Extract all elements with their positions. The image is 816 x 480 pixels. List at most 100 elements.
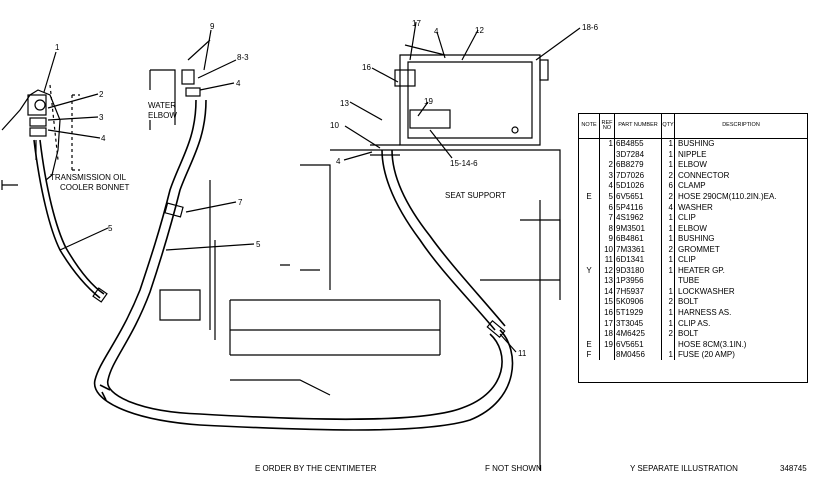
header-description: DESCRIPTION bbox=[674, 114, 807, 139]
cell-qty: 2 bbox=[661, 328, 675, 340]
water-elbow bbox=[149, 39, 211, 130]
cell-part: 9M3501 bbox=[614, 223, 662, 234]
cell-ref: 3 bbox=[599, 170, 615, 182]
cell-qty: 1 bbox=[661, 318, 675, 329]
cell-note bbox=[579, 244, 600, 256]
header-part: PART NUMBER bbox=[614, 114, 662, 139]
cell-qty: 1 bbox=[661, 307, 675, 319]
cell-note bbox=[579, 255, 600, 266]
cell-ref: 11 bbox=[599, 255, 615, 266]
cell-qty: 1 bbox=[661, 255, 675, 266]
cell-ref: 6 bbox=[599, 202, 615, 213]
cell-note bbox=[579, 202, 600, 213]
cell-ref: 4 bbox=[599, 181, 615, 192]
callout-1: 1 bbox=[55, 43, 60, 52]
cell-ref: 12 bbox=[599, 265, 615, 277]
callout-9: 9 bbox=[210, 22, 215, 31]
cell-ref: 18 bbox=[599, 328, 615, 340]
cell-part: 6V5651 bbox=[614, 339, 662, 350]
callout-5: 5 bbox=[108, 224, 113, 233]
cell-desc: ELBOW bbox=[678, 223, 707, 233]
cell-qty: 1 bbox=[661, 286, 675, 298]
cell-part: 8M0456 bbox=[614, 349, 662, 361]
cell-desc: BUSHING bbox=[678, 139, 715, 149]
cell-qty: 1 bbox=[661, 160, 675, 171]
cell-part: 5D1026 bbox=[614, 181, 662, 192]
cell-part: 7D7026 bbox=[614, 170, 662, 182]
cell-note bbox=[579, 212, 600, 224]
table-header-row: NOTE REF NO PART NUMBER QTY DESCRIPTION bbox=[579, 114, 807, 139]
hose-right bbox=[370, 144, 506, 339]
cell-qty: 1 bbox=[661, 349, 675, 361]
cell-part: 5T1929 bbox=[614, 307, 662, 319]
cell-ref: 9 bbox=[599, 233, 615, 245]
cell-qty: 2 bbox=[661, 244, 675, 256]
callout-5b: 5 bbox=[256, 240, 261, 249]
leader-lines bbox=[43, 21, 581, 353]
note-separate: Y SEPARATE ILLUSTRATION bbox=[630, 464, 738, 473]
cell-ref: 7 bbox=[599, 212, 615, 224]
cell-desc: GROMMET bbox=[678, 244, 720, 254]
cell-ref: 5 bbox=[599, 191, 615, 203]
cell-ref: 14 bbox=[599, 286, 615, 298]
cell-qty: 1 bbox=[661, 233, 675, 245]
callout-3: 3 bbox=[99, 113, 104, 122]
figure-number: 348745 bbox=[780, 464, 807, 473]
cell-desc: NIPPLE bbox=[678, 149, 707, 159]
cell-note bbox=[579, 160, 600, 171]
cell-part: 6V5651 bbox=[614, 191, 662, 203]
cell-ref: 8 bbox=[599, 223, 615, 234]
cell-part: 6B4861 bbox=[614, 233, 662, 245]
cell-part: 7M3361 bbox=[614, 244, 662, 256]
cell-ref bbox=[599, 349, 615, 361]
cell-part: 1P3956 bbox=[614, 276, 662, 287]
water-label: WATER bbox=[148, 101, 176, 110]
cell-desc: CLIP AS. bbox=[678, 318, 711, 328]
cell-qty: 1 bbox=[661, 149, 675, 161]
footer-notes: E ORDER BY THE CENTIMETER F NOT SHOWN Y … bbox=[0, 464, 816, 478]
cell-qty bbox=[661, 339, 675, 350]
cell-qty: 2 bbox=[661, 191, 675, 203]
cell-ref: 19 bbox=[599, 339, 615, 350]
cell-part: 9D3180 bbox=[614, 265, 662, 277]
cell-part: 5K0906 bbox=[614, 297, 662, 308]
cell-ref: 15 bbox=[599, 297, 615, 308]
callout-7: 7 bbox=[238, 198, 243, 207]
cell-qty: 6 bbox=[661, 181, 675, 192]
heater-group bbox=[394, 44, 549, 146]
cell-qty: 1 bbox=[661, 138, 675, 150]
cell-ref: 10 bbox=[599, 244, 615, 256]
cell-ref: 13 bbox=[599, 276, 615, 287]
cell-part: 4S1962 bbox=[614, 212, 662, 224]
callout-2: 2 bbox=[99, 90, 104, 99]
frame-outlines bbox=[159, 149, 561, 470]
callout-4d: 4 bbox=[336, 157, 341, 166]
cell-part: 3D7284 bbox=[614, 149, 662, 161]
cell-qty bbox=[661, 276, 675, 287]
cell-qty: 4 bbox=[661, 202, 675, 213]
callout-10: 10 bbox=[330, 121, 339, 130]
cell-note bbox=[579, 181, 600, 192]
cell-desc: BOLT bbox=[678, 329, 699, 339]
note-centimeter: E ORDER BY THE CENTIMETER bbox=[255, 464, 377, 473]
cell-qty: 1 bbox=[661, 212, 675, 224]
note-not-shown: F NOT SHOWN bbox=[485, 464, 542, 473]
cell-part: 3T3045 bbox=[614, 318, 662, 329]
callout-16: 16 bbox=[362, 63, 371, 72]
callout-15-14-6: 15-14-6 bbox=[450, 159, 478, 168]
cell-desc: LOCKWASHER bbox=[678, 286, 735, 296]
cell-desc: CLIP bbox=[678, 255, 696, 265]
